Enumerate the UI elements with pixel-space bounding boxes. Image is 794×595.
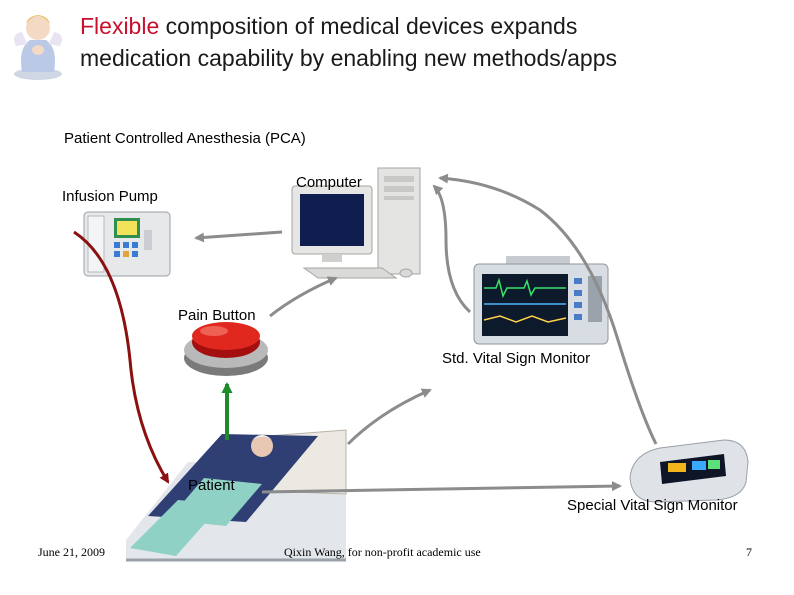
arrow-std-monitor-to-computer	[432, 184, 472, 314]
title-line1: composition of medical devices expands	[159, 13, 578, 39]
title-line2: medication capability by enabling new me…	[80, 45, 617, 71]
patient-label: Patient	[188, 477, 235, 494]
pulse-oximeter-icon	[629, 439, 749, 503]
vital-sign-monitor-icon	[473, 256, 609, 345]
arrow-special-monitor-to-computer	[438, 173, 658, 445]
angel-figurine-icon	[14, 15, 62, 80]
special-monitor-label: Special Vital Sign Monitor	[567, 497, 738, 514]
arrow-patient-to-special-monitor	[261, 481, 622, 494]
footer-credit: Qixin Wang, for non-profit academic use	[284, 545, 481, 559]
computer-label: Computer	[296, 174, 362, 191]
pca-label: Patient Controlled Anesthesia (PCA)	[64, 130, 306, 147]
std-monitor-label: Std. Vital Sign Monitor	[442, 350, 591, 367]
slide-title: Flexible composition of medical devices …	[80, 10, 780, 74]
patient-bed-icon	[126, 429, 347, 562]
infusion-pump-label: Infusion Pump	[62, 188, 158, 205]
title-accent-word: Flexible	[80, 13, 160, 39]
infusion-pump-icon	[83, 211, 171, 277]
page-number: 7	[746, 545, 752, 559]
arrow-pump-to-patient	[73, 230, 170, 484]
arrow-button-to-computer	[269, 276, 338, 318]
arrow-computer-to-pump	[194, 230, 283, 243]
computer-icon	[291, 167, 421, 279]
pain-button-label: Pain Button	[178, 307, 256, 324]
arrow-patient-to-std-monitor	[346, 388, 432, 446]
footer-date: June 21, 2009	[38, 545, 105, 559]
pain-button-icon	[184, 322, 268, 376]
